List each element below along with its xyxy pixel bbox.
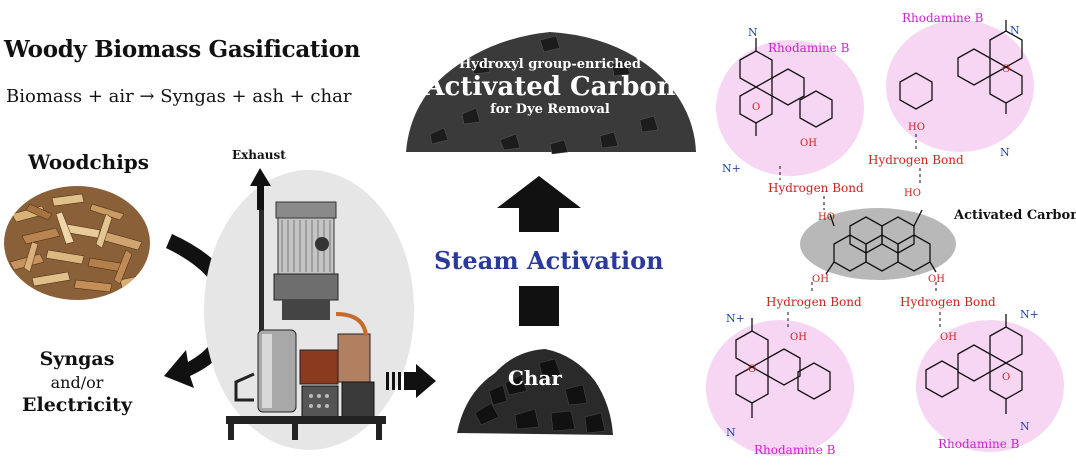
oh-ac-br: OH [928,274,945,285]
hydrogen-bond-label-3: Hydrogen Bond [766,295,862,309]
oh-tl: OH [800,138,817,149]
n-atom-tr2: N [1000,146,1010,159]
exhaust-label: Exhaust [232,148,286,162]
o-atom-tl: O [752,102,760,113]
n-plus-tl: N+ [722,162,741,175]
and-or-text: and/or [50,373,104,392]
rhodamine-label-bottom-left: Rhodamine B [754,443,836,457]
activated-carbon-label: Activated Carbon [954,208,1076,223]
electricity-text: Electricity [22,394,132,416]
hydrogen-bond-label-2: Hydrogen Bond [868,153,964,167]
activation-arrow [497,176,581,326]
gasification-equation: Biomass + air → Syngas + ash + char [6,86,352,107]
n-atom-tl: N [748,26,758,39]
rhodamine-label-top-left: Rhodamine B [768,41,850,55]
ho-tr2: HO [904,188,921,199]
activated-carbon-caption: Hydroxyl group-enriched Activated Carbon… [410,57,690,117]
o-atom-bl: O [748,364,756,375]
char-label: Char [508,366,562,390]
oh-br: OH [940,332,957,343]
o-atom-br: O [1002,372,1010,383]
rhodamine-bubble-top-right [886,20,1034,152]
ho-tr: HO [908,122,925,133]
activated-carbon-ellipse [800,208,956,280]
ac-caption-line2: Activated Carbon [424,72,676,102]
syngas-text: Syngas [39,348,115,370]
molecular-diagram: O O O O OH HO HO HO OH OH OH OH N N+ N N… [706,11,1064,457]
diagram-title: Woody Biomass Gasification [4,36,361,63]
oh-ac-bl: OH [812,274,829,285]
ac-caption-line3: for Dye Removal [490,102,610,117]
o-atom-tr: O [1002,64,1010,75]
woodchips-image [4,186,150,300]
ac-caption-line1: Hydroxyl group-enriched [459,57,641,72]
n-atom-br: N [1020,420,1030,433]
rhodamine-bubble-top-left [716,40,864,176]
hydrogen-bond-label-1: Hydrogen Bond [768,181,864,195]
rhodamine-label-bottom-right: Rhodamine B [938,437,1020,451]
char-image [457,349,613,435]
oh-bl: OH [790,332,807,343]
syngas-electricity-label: Syngas and/or Electricity [2,348,152,417]
n-atom-tr: N [1010,24,1020,37]
rhodamine-bubble-bottom-left [706,320,854,456]
n-plus-bl: N+ [726,312,745,325]
ho-ac-left: HO [818,212,835,223]
n-atom-bl: N [726,426,736,439]
activated-carbon-image [406,32,696,155]
steam-activation-label: Steam Activation [434,246,664,275]
woodchips-label: Woodchips [28,150,150,174]
gasifier-unit [204,168,414,450]
to-char-arrow [386,364,436,398]
rhodamine-label-top-right: Rhodamine B [902,11,984,25]
hydrogen-bond-label-4: Hydrogen Bond [900,295,996,309]
n-plus-br: N+ [1020,308,1039,321]
